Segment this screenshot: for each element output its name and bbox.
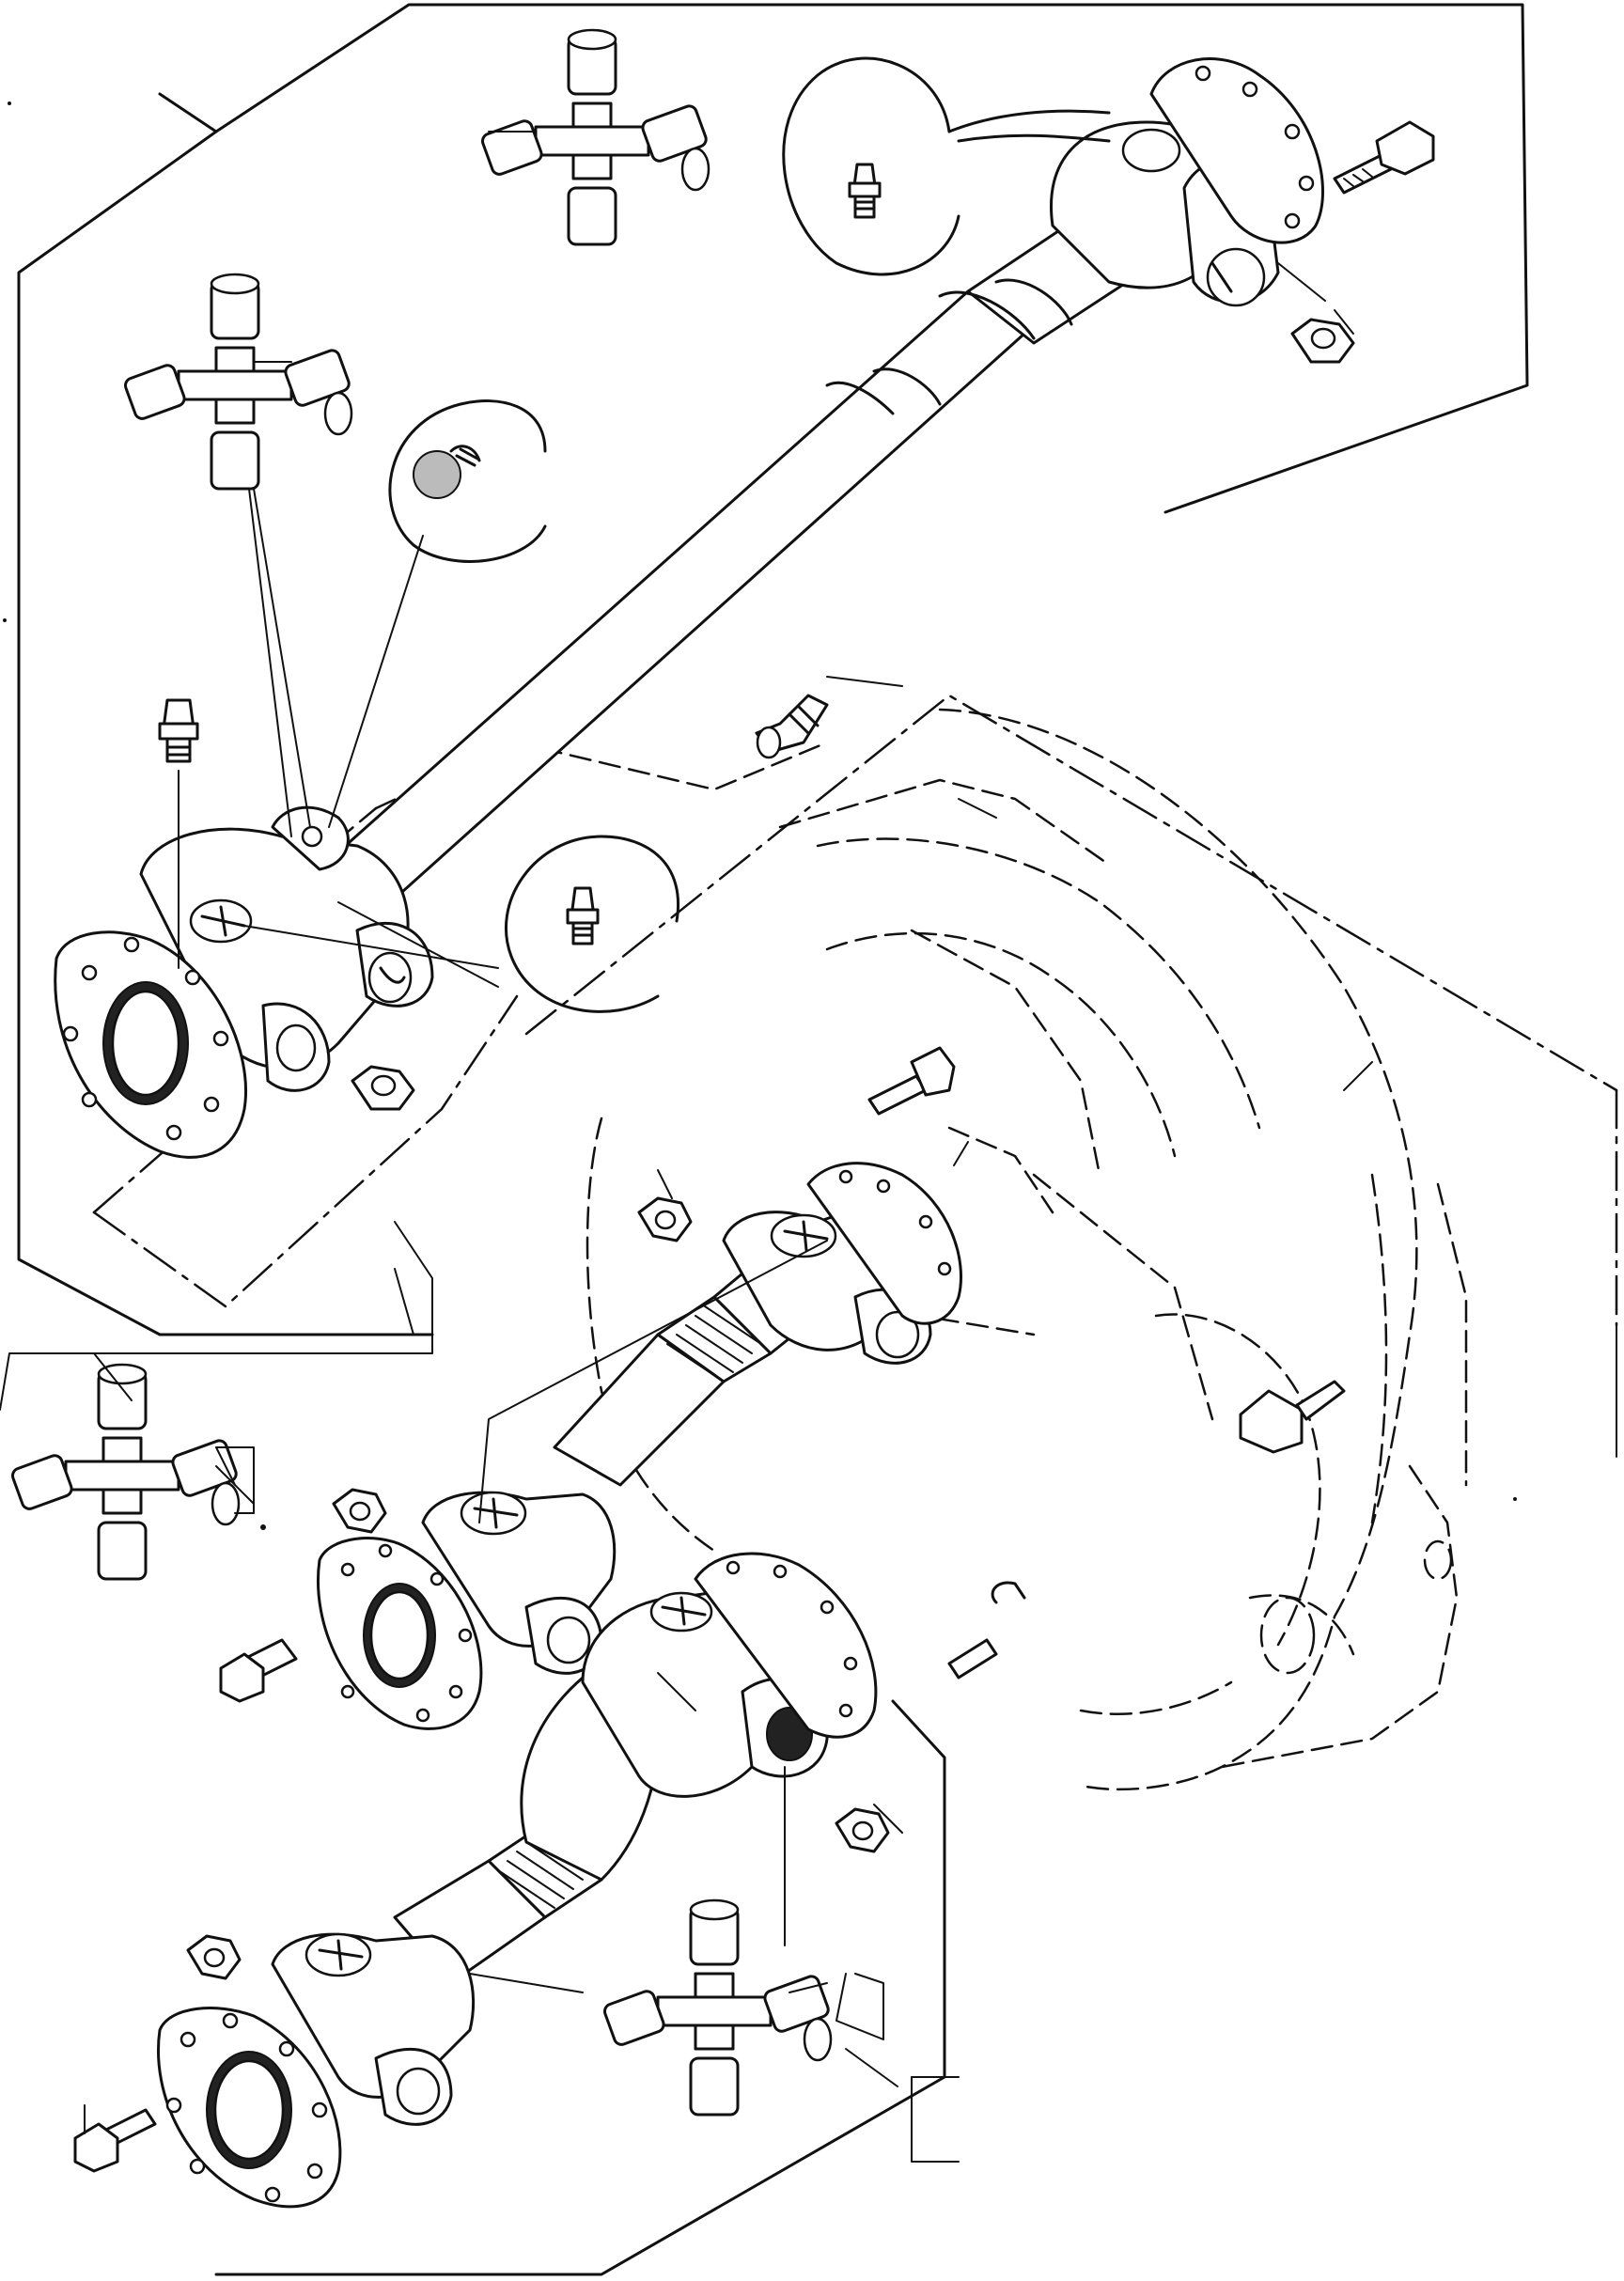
group-boundary-upper: [17, 3, 1529, 1336]
bolt-upper-right: [1333, 120, 1435, 195]
nut-lower-left: [186, 1934, 242, 1980]
nut-lower-right: [835, 1807, 890, 1853]
nut-middle: [637, 1196, 693, 1242]
lower-left-flange: [157, 2007, 342, 2209]
upper-right-flange: [1149, 57, 1324, 244]
clip-fastener: [947, 1581, 1026, 1680]
upper-right-yoke: [1050, 120, 1280, 307]
universal-joint-cross-top: [480, 28, 710, 246]
bracket-symbols: [84, 1268, 1617, 2163]
detail-circle-plug: [388, 399, 547, 563]
nut-middle-left: [332, 1488, 387, 1534]
lower-left-yoke: [271, 1932, 476, 2126]
middle-left-flange: [317, 1537, 483, 1730]
grease-fitting-loose: [158, 698, 199, 763]
upper-left-flange: [54, 930, 247, 1159]
upper-left-yoke: [139, 805, 434, 1092]
detail-circle-grease-fitting-top: [782, 56, 1111, 276]
bolt-lower-left: [73, 2108, 157, 2173]
bolt-housing: [1239, 1380, 1346, 1454]
lower-right-flange: [694, 1552, 878, 1739]
leader-lines: [93, 131, 1373, 1993]
universal-joint-cross-lower: [602, 1898, 833, 2117]
bolt-middle-left: [219, 1638, 298, 1703]
scan-marks: [3, 102, 1517, 1530]
universal-joint-cross-upper-left: [123, 273, 353, 491]
bolt-middle-right: [867, 1046, 956, 1116]
universal-joint-cross-middle-left: [10, 1363, 241, 1581]
nut-upper-left: [351, 1065, 415, 1111]
nut-upper-right: [1290, 318, 1355, 364]
transmission-housing-outline: [586, 708, 1468, 1791]
middle-left-yoke: [421, 1491, 617, 1675]
breather-fitting: [755, 694, 829, 759]
detail-circle-grease-fitting-middle: [505, 835, 679, 1013]
group-boundary-middle: [0, 1221, 433, 1411]
upper-drive-shaft: [280, 195, 1158, 951]
middle-right-flange: [806, 1162, 962, 1325]
